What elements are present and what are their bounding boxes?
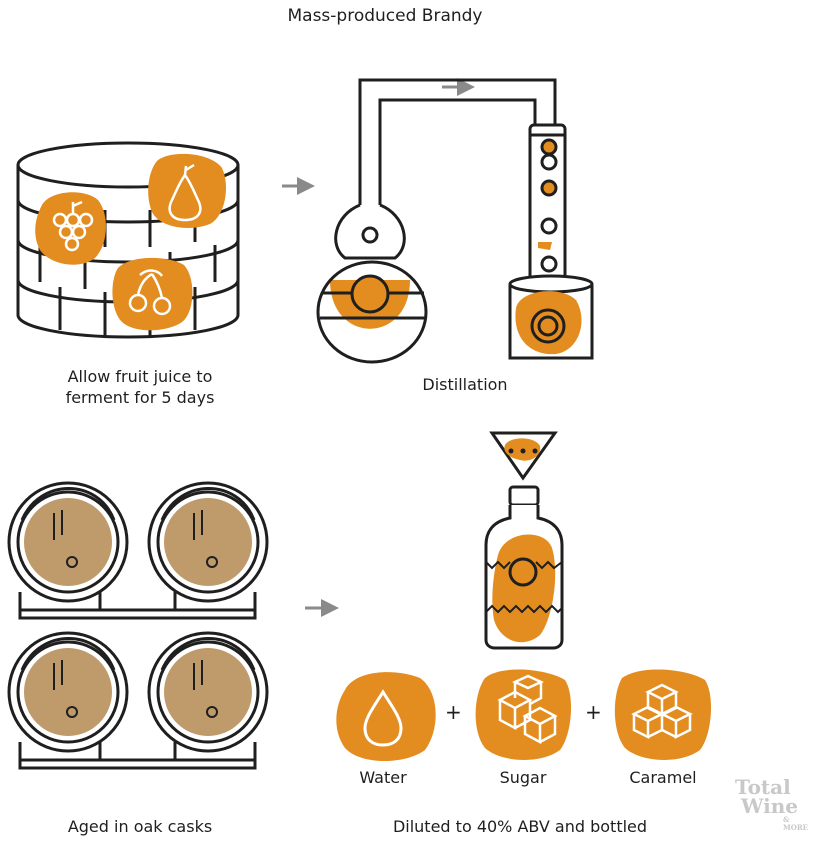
- oak-cask-icon: [7, 631, 129, 753]
- logo-line-2: Wine: [741, 794, 798, 818]
- column-still-icon: [508, 123, 594, 360]
- aging-label: Aged in oak casks: [67, 817, 213, 836]
- brand-logo: Total Wine & MORE: [735, 775, 815, 832]
- plus-sign: +: [445, 700, 462, 724]
- pear-icon: [148, 153, 226, 228]
- bottle-icon: [484, 485, 564, 650]
- grapes-icon: [35, 192, 106, 265]
- caramel-label: Caramel: [629, 768, 697, 787]
- funnel-icon: [489, 431, 558, 481]
- bottling-label: Diluted to 40% ABV and bottled: [392, 817, 648, 836]
- ferment-label: Allow fruit juice to ferment for 5 days: [30, 366, 250, 408]
- oak-cask-icon: [7, 481, 129, 603]
- oak-casks: [7, 481, 269, 770]
- ferment-label-line-1: Allow fruit juice to: [67, 367, 213, 386]
- page-title: Mass-produced Brandy: [287, 6, 483, 26]
- plus-sign: +: [585, 700, 602, 724]
- sugar-label: Sugar: [499, 768, 547, 787]
- cherries-icon: [112, 257, 193, 331]
- pot-still-icon: [316, 78, 557, 364]
- logo-line-1: Total: [735, 775, 791, 799]
- caramel-cubes-icon: [614, 669, 712, 760]
- distillation-label: Distillation: [422, 375, 508, 394]
- water-drop-icon: [336, 672, 436, 762]
- oak-cask-icon: [147, 481, 269, 603]
- sugar-cubes-icon: [475, 669, 572, 760]
- oak-cask-icon: [147, 631, 269, 753]
- ferment-label-line-2: ferment for 5 days: [65, 388, 215, 407]
- logo-line-3: & MORE: [783, 815, 808, 832]
- water-label: Water: [359, 768, 407, 787]
